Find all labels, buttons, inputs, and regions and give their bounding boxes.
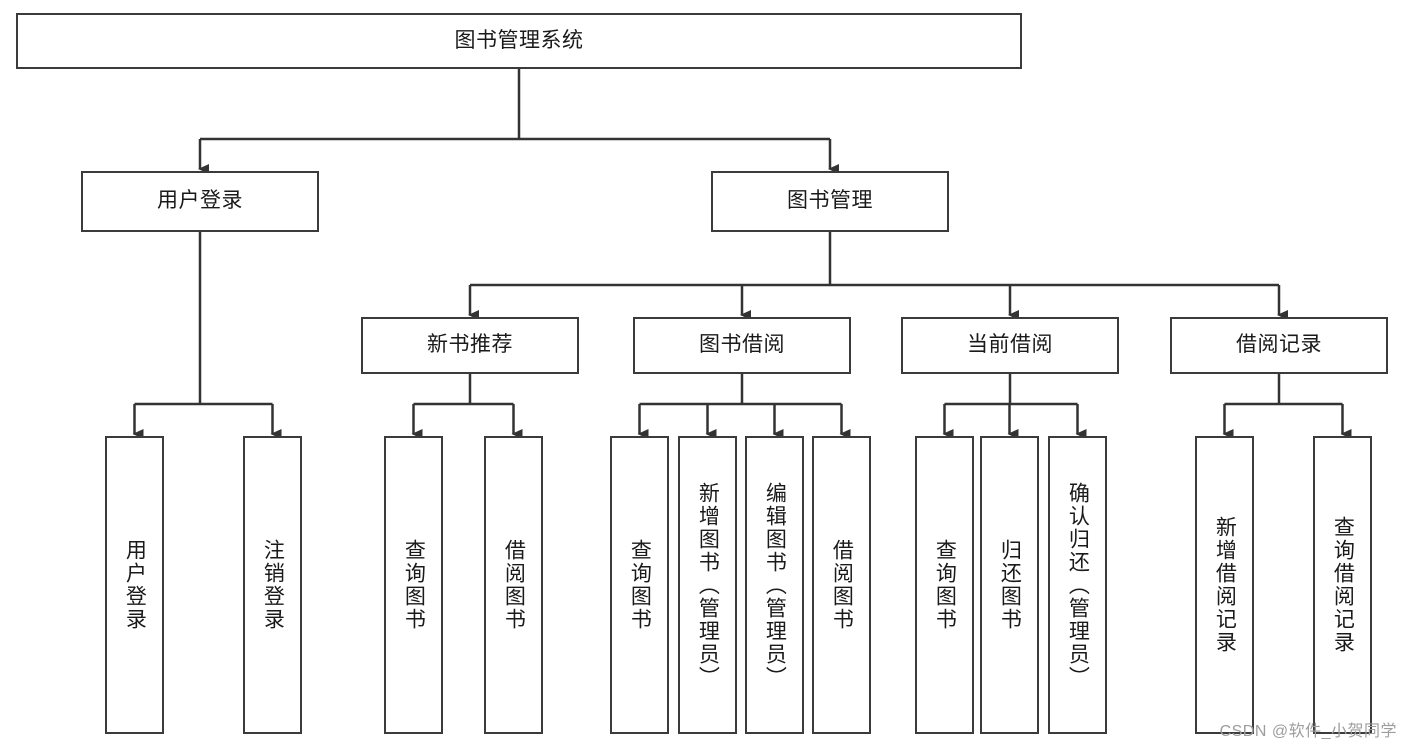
node-root[interactable]: 图书管理系统 <box>16 13 1022 69</box>
node-label: 注销登录 <box>261 539 285 631</box>
node-label: 新增图书（管理员） <box>696 481 720 689</box>
node-records[interactable]: 借阅记录 <box>1170 317 1388 374</box>
node-leaf4[interactable]: 借阅图书 <box>484 436 543 734</box>
node-label: 查询图书 <box>933 539 957 631</box>
node-label: 确认归还（管理员） <box>1066 481 1090 689</box>
node-label: 查询借阅记录 <box>1331 516 1355 654</box>
node-leaf7[interactable]: 编辑图书（管理员） <box>745 436 804 734</box>
node-current[interactable]: 当前借阅 <box>901 317 1119 374</box>
node-label: 用户登录 <box>157 189 243 213</box>
node-borrow[interactable]: 图书借阅 <box>633 317 851 374</box>
node-leaf5[interactable]: 查询图书 <box>610 436 669 734</box>
node-leaf11[interactable]: 确认归还（管理员） <box>1048 436 1107 734</box>
node-leaf12[interactable]: 新增借阅记录 <box>1195 436 1254 734</box>
node-leaf6[interactable]: 新增图书（管理员） <box>678 436 737 734</box>
node-label: 归还图书 <box>998 539 1022 631</box>
watermark: CSDN @软件_小贺同学 <box>1219 723 1397 740</box>
node-label: 图书管理 <box>787 189 873 213</box>
node-label: 新书推荐 <box>427 333 513 357</box>
node-bookmgmt[interactable]: 图书管理 <box>711 171 949 232</box>
node-leaf8[interactable]: 借阅图书 <box>812 436 871 734</box>
node-label: 借阅记录 <box>1236 333 1322 357</box>
node-label: 编辑图书（管理员） <box>763 481 787 689</box>
node-label: 当前借阅 <box>967 333 1053 357</box>
node-label: 图书借阅 <box>699 333 785 357</box>
node-label: 查询图书 <box>628 539 652 631</box>
node-label: 借阅图书 <box>502 539 526 631</box>
node-leaf10[interactable]: 归还图书 <box>980 436 1039 734</box>
node-label: 查询图书 <box>402 539 426 631</box>
node-label: 借阅图书 <box>830 539 854 631</box>
node-leaf1[interactable]: 用户登录 <box>105 436 164 734</box>
node-leaf3[interactable]: 查询图书 <box>384 436 443 734</box>
node-label: 用户登录 <box>123 539 147 631</box>
node-leaf2[interactable]: 注销登录 <box>243 436 302 734</box>
node-label: 新增借阅记录 <box>1213 516 1237 654</box>
node-label: 图书管理系统 <box>454 28 584 52</box>
node-newbook[interactable]: 新书推荐 <box>361 317 579 374</box>
node-leaf9[interactable]: 查询图书 <box>915 436 974 734</box>
node-leaf13[interactable]: 查询借阅记录 <box>1313 436 1372 734</box>
node-login[interactable]: 用户登录 <box>81 171 319 232</box>
